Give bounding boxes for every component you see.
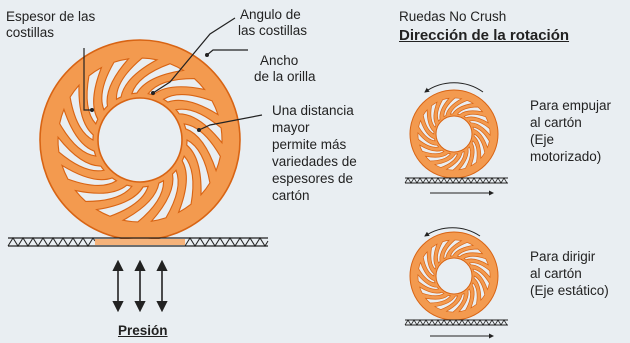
small-ground-bottom [404,319,508,326]
wheel-slot [417,273,440,290]
wheel-slot [473,275,486,302]
wheel-slot [115,57,159,101]
pressure-label: Presión [118,323,168,338]
wheel-slot [450,242,475,257]
wheel-slot [175,108,223,145]
wheel-slot [101,58,130,111]
wheel-slot [61,164,118,186]
contact-strip [95,237,185,247]
label-rib-angle: Angulo de las costillas [238,7,308,39]
wheel-slot [424,152,452,162]
wheel-slot [472,268,490,291]
wheel-hub [435,257,473,295]
wheel-slot [430,101,438,128]
right-title: Dirección de la rotación [399,27,570,44]
label-rib-thickness: Espesor de las costillas [6,9,95,41]
wheel-slot [443,97,463,118]
wheel-slot [150,169,179,222]
label-rim-width-line1: Ancho [260,53,299,68]
wheel-slot [468,120,491,137]
wheel-slot [57,135,105,172]
wheel-hub [435,115,473,153]
wheel-slot [445,292,465,313]
wheel-slot [74,184,133,202]
wheel-slot [463,113,489,124]
wheel-slot [473,133,486,160]
note-line-6: cartón [272,188,310,203]
wheel-slot [437,97,450,122]
wheel-slot [419,286,445,297]
wheel-slot [422,250,435,277]
wheel-slot [443,239,463,260]
caption-top: Para empujar al cartón (Eje motorizado) [530,97,611,165]
wheel-slot [463,255,489,266]
caption-bottom-line3: (Eje estático) [530,283,609,298]
caption-top-line3: (Eje [530,132,555,147]
label-rim-width: Ancho de la orilla [254,53,316,85]
wheel-slot [472,126,490,149]
wheel-slot [131,63,185,95]
right-subtitle: Ruedas No Crush [399,9,507,24]
wheel-slot [417,131,440,148]
wheel-slot [450,100,475,115]
wheel-slot [470,282,478,309]
wheel-slot [433,153,458,168]
label-rib-thickness-line2: costillas [6,25,55,40]
label-distance-note: Una distancia mayor permite más variedad… [272,102,357,204]
wheel-slot [183,123,221,173]
wheel-slot [95,185,149,217]
wheel-slot [445,150,465,171]
note-line-1: Una distancia [272,103,354,118]
wheel-slot [419,144,445,155]
note-line-3: permite más [272,137,347,152]
leader-dots [90,53,209,132]
ground-right [184,237,269,247]
wheel-slot [470,140,478,167]
wheel-slot [424,294,452,304]
wheel-slot [59,107,97,157]
wheel-slot [430,243,438,270]
wheel-slot [433,295,458,310]
caption-bottom: Para dirigir al cartón (Eje estático) [530,248,609,299]
pressure-arrows [112,259,168,313]
wheel-slot [177,155,194,214]
label-rib-angle-line2: las costillas [238,23,308,38]
ground-left [7,237,96,247]
caption-top-line2: al cartón [530,115,582,130]
wheel-slot [418,119,436,142]
leader-lines [83,17,263,131]
wheel-slot [458,146,471,171]
note-line-2: mayor [272,120,310,135]
wheel-slot [186,139,211,197]
small-wheel-bottom [409,231,499,321]
wheel-slot [458,288,471,313]
wheel-slot [162,94,219,116]
wheel-slot [422,108,435,135]
caption-top-line1: Para empujar [530,98,612,113]
wheel-slot [456,248,484,258]
rotation-arrow-top [424,82,484,93]
caption-bottom-line2: al cartón [530,266,582,281]
wheel-slot [456,106,484,116]
wheel-slot [437,239,450,264]
large-no-crush-wheel [39,39,241,241]
wheel-slot [468,262,491,279]
label-rib-thickness-line1: Espesor de las [6,9,96,24]
label-rim-width-line2: de la orilla [254,69,316,84]
caption-top-line4: motorizado) [530,149,602,164]
label-rib-angle-line1: Angulo de [240,7,301,22]
wheel-slot [121,179,165,223]
rotation-arrow-bottom [424,227,481,237]
note-line-5: espesores de [272,171,354,186]
wheel-slot [418,261,436,284]
caption-bottom-line1: Para dirigir [530,249,596,264]
small-wheel-top [409,89,499,179]
note-line-4: variedades de [272,154,357,169]
small-ground-top [404,177,508,184]
wheel-hub [97,97,183,183]
wheel-slot [69,83,94,141]
